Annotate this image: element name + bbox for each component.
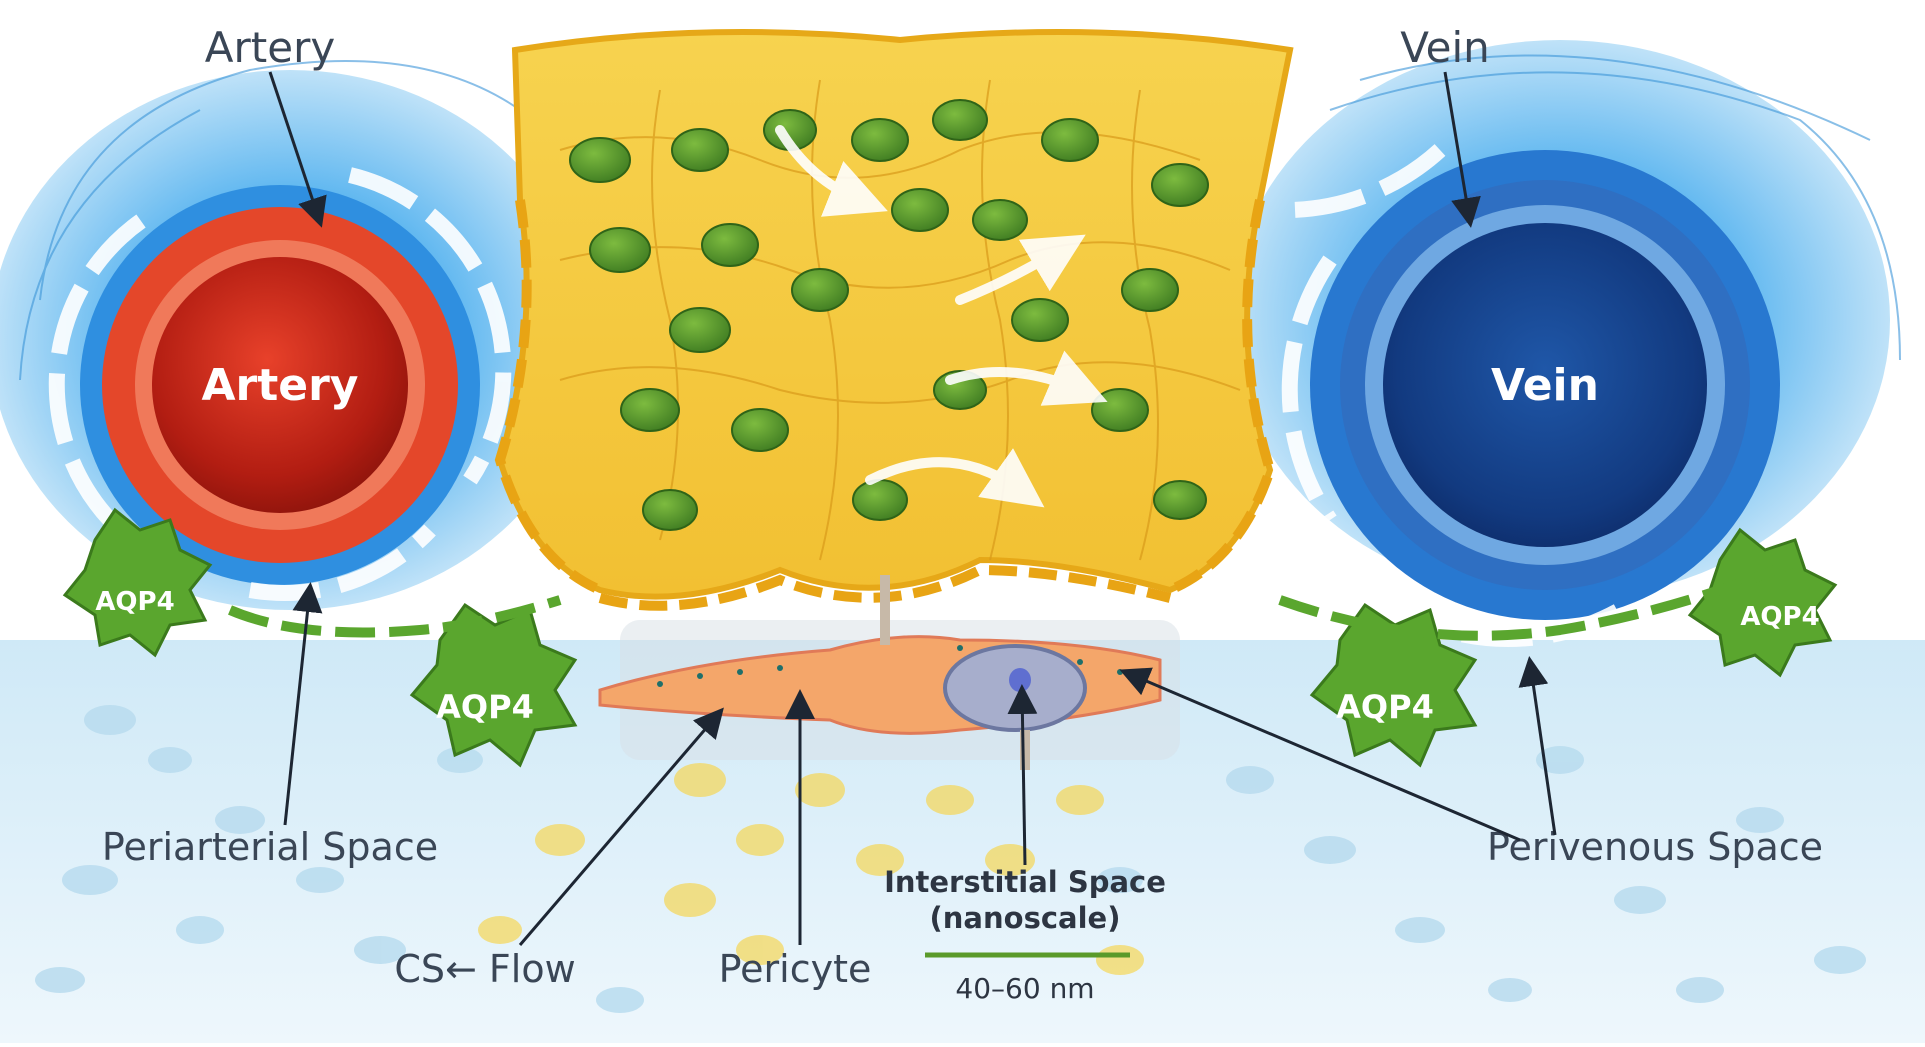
pericyte-label: Pericyte: [719, 947, 872, 991]
leader-lines: [268, 71, 1557, 946]
vein-center-label: Vein: [1491, 360, 1599, 411]
aqp4-label-right: AQP4: [1336, 688, 1434, 726]
perivenous-space-label: Perivenous Space: [1487, 825, 1823, 869]
artery-top-label: Artery: [205, 23, 335, 72]
aqp4-label-far-right: AQP4: [1740, 602, 1819, 632]
periarterial-flow-arrows: [48, 167, 512, 601]
scale-label: 40–60 nm: [955, 972, 1094, 1005]
csf-flow-label: CS← Flow: [394, 947, 575, 991]
diagram-labels: Artery Vein Artery Vein AQP4 AQP4 AQP4 A…: [95, 23, 1823, 1005]
interstitial-flow-arrows: [775, 125, 1108, 508]
periarterial-space-label: Periarterial Space: [102, 825, 438, 869]
aqp4-label-left: AQP4: [436, 688, 534, 726]
interstitial-nanoscale-label: (nanoscale): [930, 901, 1121, 935]
interstitial-space-label: Interstitial Space: [884, 865, 1166, 899]
vein-top-label: Vein: [1400, 23, 1490, 72]
aqp4-astrocytes: [62, 507, 1838, 768]
artery: [48, 167, 512, 601]
endfeet-border: [228, 555, 1802, 641]
pericyte-capillary: [598, 575, 1180, 770]
vein: [1279, 144, 1780, 647]
sheath-cell-texture: [19, 54, 1901, 381]
brain-parenchyma: [494, 29, 1294, 611]
aqp4-label-far-left: AQP4: [95, 587, 174, 617]
artery-center-label: Artery: [201, 360, 358, 411]
